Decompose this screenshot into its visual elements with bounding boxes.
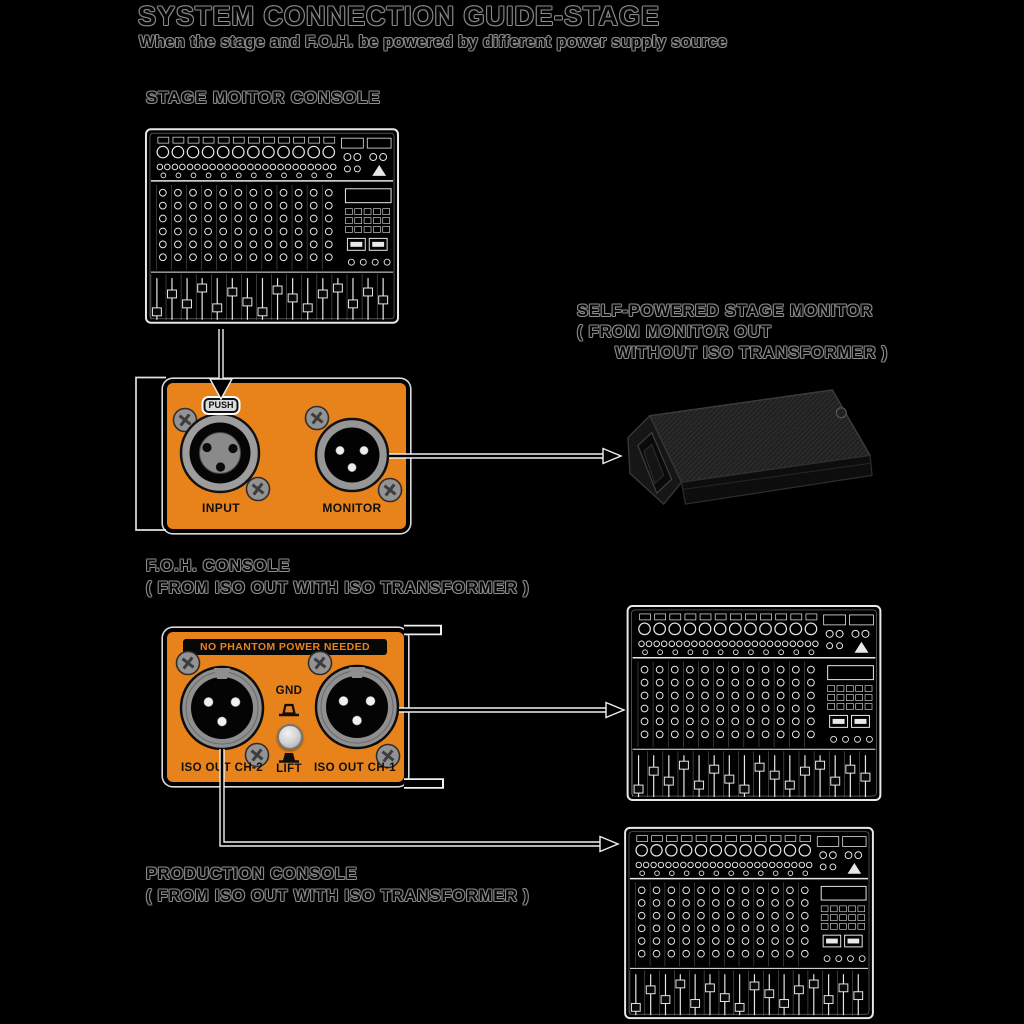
lift-label: LIFT: [276, 763, 302, 775]
phillips-screw-icon: [377, 477, 403, 503]
no-phantom-banner: NO PHANTOM POWER NEEDED: [183, 639, 387, 655]
xlr-female-connector-icon: [179, 412, 261, 494]
right-arrow-icon: [602, 447, 623, 465]
label-foh-console: F.O.H. CONSOLE ( FROM ISO OUT WITH ISO T…: [146, 557, 530, 597]
iso-out-ch1-label: ISO OUT CH-1: [313, 762, 397, 774]
phillips-screw-icon: [175, 650, 201, 676]
ground-closed-icon: [279, 753, 299, 763]
page-subtitle: When the stage and F.O.H. be powered by …: [139, 33, 728, 51]
page-title: SYSTEM CONNECTION GUIDE-STAGE: [138, 1, 661, 31]
label-self-powered-monitor: SELF-POWERED STAGE MONITOR ( FROM MONITO…: [577, 302, 888, 362]
foh-console-art: [626, 604, 882, 802]
cable-bracket-line: [135, 376, 166, 531]
production-console-art: [624, 826, 874, 1020]
right-arrow-icon: [599, 835, 620, 853]
phillips-screw-icon: [307, 650, 333, 676]
xlr-male-connector-icon: [314, 417, 390, 493]
phillips-screw-icon: [245, 476, 271, 502]
phillips-screw-icon: [304, 405, 330, 431]
ground-lift-button: [277, 724, 303, 750]
speaker-logo-icon: [835, 407, 847, 419]
monitor-label: MONITOR: [322, 501, 382, 515]
ch1-to-foh-line: [399, 701, 626, 719]
di-box-input-monitor: PUSH INPUT MONITOR: [163, 379, 410, 533]
ground-open-icon: [279, 703, 299, 717]
input-label: INPUT: [202, 501, 240, 515]
xlr-male-connector-icon: [314, 664, 400, 750]
monitor-to-speaker-line: [389, 447, 623, 465]
label-production-console: PRODUCTION CONSOLE ( FROM ISO OUT WITH I…: [146, 865, 530, 905]
push-latch: PUSH: [203, 398, 239, 413]
iso-out-ch2-label: ISO OUT CH-2: [180, 762, 264, 774]
xlr-male-connector-icon: [179, 665, 265, 751]
label-stage-monitor-console: STAGE MOITOR CONSOLE: [146, 88, 381, 107]
stage-monitor-console-art: [144, 128, 400, 324]
gnd-label: GND: [275, 685, 303, 697]
di-box-iso-out: NO PHANTOM POWER NEEDED GND LIFT ISO OUT…: [163, 628, 408, 786]
stage-monitor-speaker-art: [627, 389, 873, 506]
speaker-cabinet-front: [680, 454, 873, 505]
